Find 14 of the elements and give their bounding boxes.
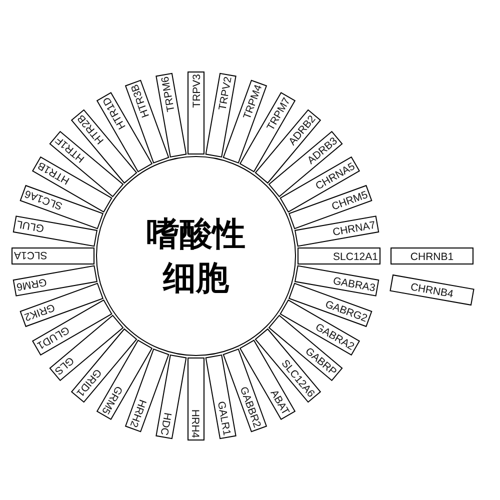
gene-box: GALR1 bbox=[205, 354, 236, 440]
gene-box: TRPV2 bbox=[205, 72, 236, 158]
gene-box: GRM6 bbox=[12, 265, 98, 296]
gene-box: GABRA3 bbox=[294, 265, 380, 296]
gene-box: HRH4 bbox=[188, 358, 204, 440]
gene-box: CHRNB4 bbox=[390, 274, 474, 306]
gene-box: TRPV3 bbox=[188, 72, 204, 154]
gene-box: HDC bbox=[156, 354, 187, 440]
gene-box: SLC12A1 bbox=[298, 248, 380, 264]
gene-box: SLC1A bbox=[12, 248, 94, 264]
gene-box: GLUL bbox=[12, 216, 98, 247]
gene-box: TRPM6 bbox=[156, 72, 187, 158]
gene-box: CHRNB1 bbox=[390, 248, 474, 264]
cell-label: 嗜酸性细胞 bbox=[145, 213, 246, 299]
